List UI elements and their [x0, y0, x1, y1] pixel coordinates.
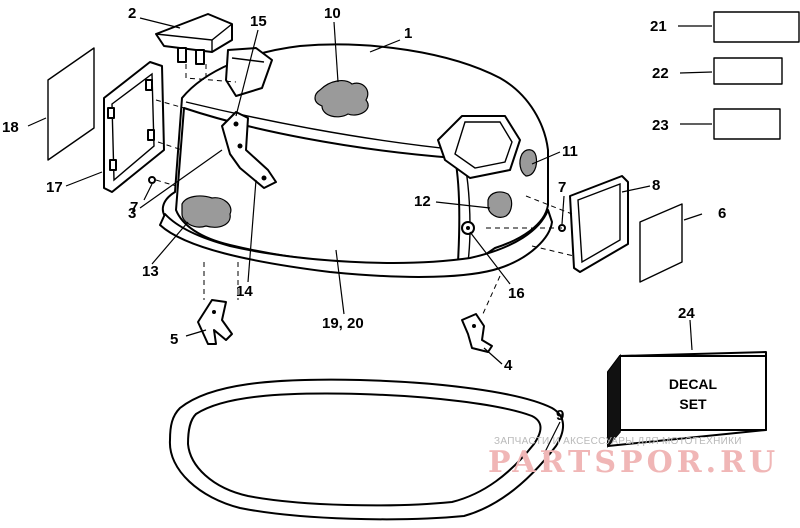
callout-21: 21	[650, 18, 667, 35]
callout-4: 4	[504, 357, 513, 374]
part-4-clip	[461, 313, 493, 353]
callout-3: 3	[128, 205, 136, 222]
engine-cover-hood	[159, 43, 553, 278]
part-17-rear-panel	[103, 61, 165, 193]
part-18-decal	[47, 47, 95, 161]
callout-18: 18	[2, 119, 19, 136]
callout-1: 1	[404, 25, 412, 42]
callout-15: 15	[250, 13, 267, 30]
callout-10: 10	[324, 5, 341, 22]
part-5-clip	[197, 299, 233, 345]
callout-13: 13	[142, 263, 159, 280]
part-22-decal	[713, 57, 783, 85]
callout-22: 22	[652, 65, 669, 82]
decal-set-label-line2: SET	[679, 396, 707, 412]
watermark-logo: PARTSPOR.RU	[488, 445, 779, 480]
callout-8: 8	[652, 177, 660, 194]
callout-7-right: 7	[558, 179, 566, 196]
part-6-decal	[639, 203, 683, 283]
part-21-decal	[713, 11, 800, 43]
leader-lines	[27, 17, 713, 455]
part-23-decal	[713, 108, 781, 140]
watermark-tagline: ЗАПЧАСТИ И АКСЕССУАРЫ ДЛЯ МОТОТЕХНИКИ	[494, 436, 742, 447]
callout-23: 23	[652, 117, 669, 134]
assembly-guide-lines	[155, 64, 575, 317]
callout-19-20: 19, 20	[322, 315, 364, 332]
callout-17: 17	[46, 179, 63, 196]
callout-12: 12	[414, 193, 431, 210]
callout-9: 9	[556, 407, 564, 424]
decal-set-label-line1: DECAL	[669, 376, 718, 392]
callout-7-left: 7	[130, 199, 138, 216]
watermark: ЗАПЧАСТИ И АКСЕССУАРЫ ДЛЯ МОТОТЕХНИКИ PA…	[488, 436, 779, 480]
callout-2: 2	[128, 5, 136, 22]
callout-numbers: 1 2 3 4 5 6 7 7 8 9 10 11 12 13 14 15 16…	[2, 5, 726, 424]
callout-6: 6	[718, 205, 726, 222]
part-24-decal-set-box: DECAL SET	[607, 351, 767, 449]
part-2-cap	[155, 13, 233, 65]
part-15-bracket	[221, 111, 277, 189]
part-9-seal-ring	[168, 378, 564, 521]
callout-11: 11	[562, 143, 578, 160]
part-8-side-plate	[569, 175, 629, 273]
callout-16: 16	[508, 285, 525, 302]
callout-14: 14	[236, 283, 253, 300]
part-7-screw-left	[148, 176, 156, 184]
callout-5: 5	[170, 331, 178, 348]
callout-24: 24	[678, 305, 695, 322]
